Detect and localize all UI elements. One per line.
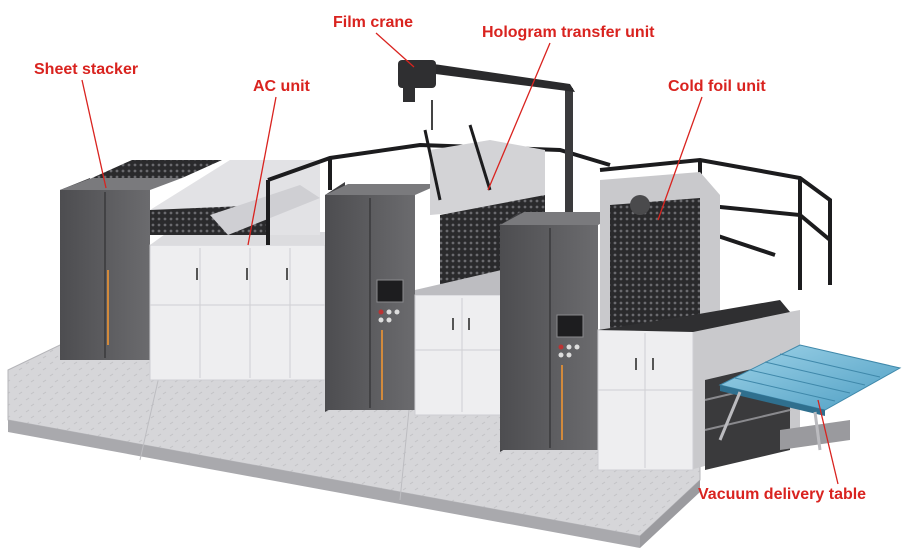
leader-film-crane [375, 32, 415, 68]
cold-foil-unit [597, 172, 790, 471]
vacuum-delivery-table-label: Vacuum delivery table [698, 486, 867, 503]
cold-foil-unit-label: Cold foil unit [668, 78, 766, 95]
leader-ac-unit [247, 96, 277, 246]
ac-unit-label: AC unit [253, 78, 310, 95]
leader-vacuum-delivery-table [817, 399, 839, 485]
control-tower-2 [500, 212, 622, 452]
ac-unit [149, 160, 326, 381]
hologram-transfer-unit-label: Hologram transfer unit [482, 24, 655, 41]
film-crane [398, 60, 575, 288]
sheet-stacker-label: Sheet stacker [34, 61, 139, 78]
leader-lines [81, 32, 839, 485]
leader-cold-foil-unit [657, 96, 703, 221]
control-tower-1 [325, 182, 440, 412]
film-crane-label: Film crane [333, 14, 414, 31]
vacuum-delivery-table [718, 344, 902, 451]
leader-sheet-stacker [81, 79, 107, 189]
sheet-stacker [60, 160, 222, 360]
leader-hologram-transfer-unit [487, 42, 551, 191]
